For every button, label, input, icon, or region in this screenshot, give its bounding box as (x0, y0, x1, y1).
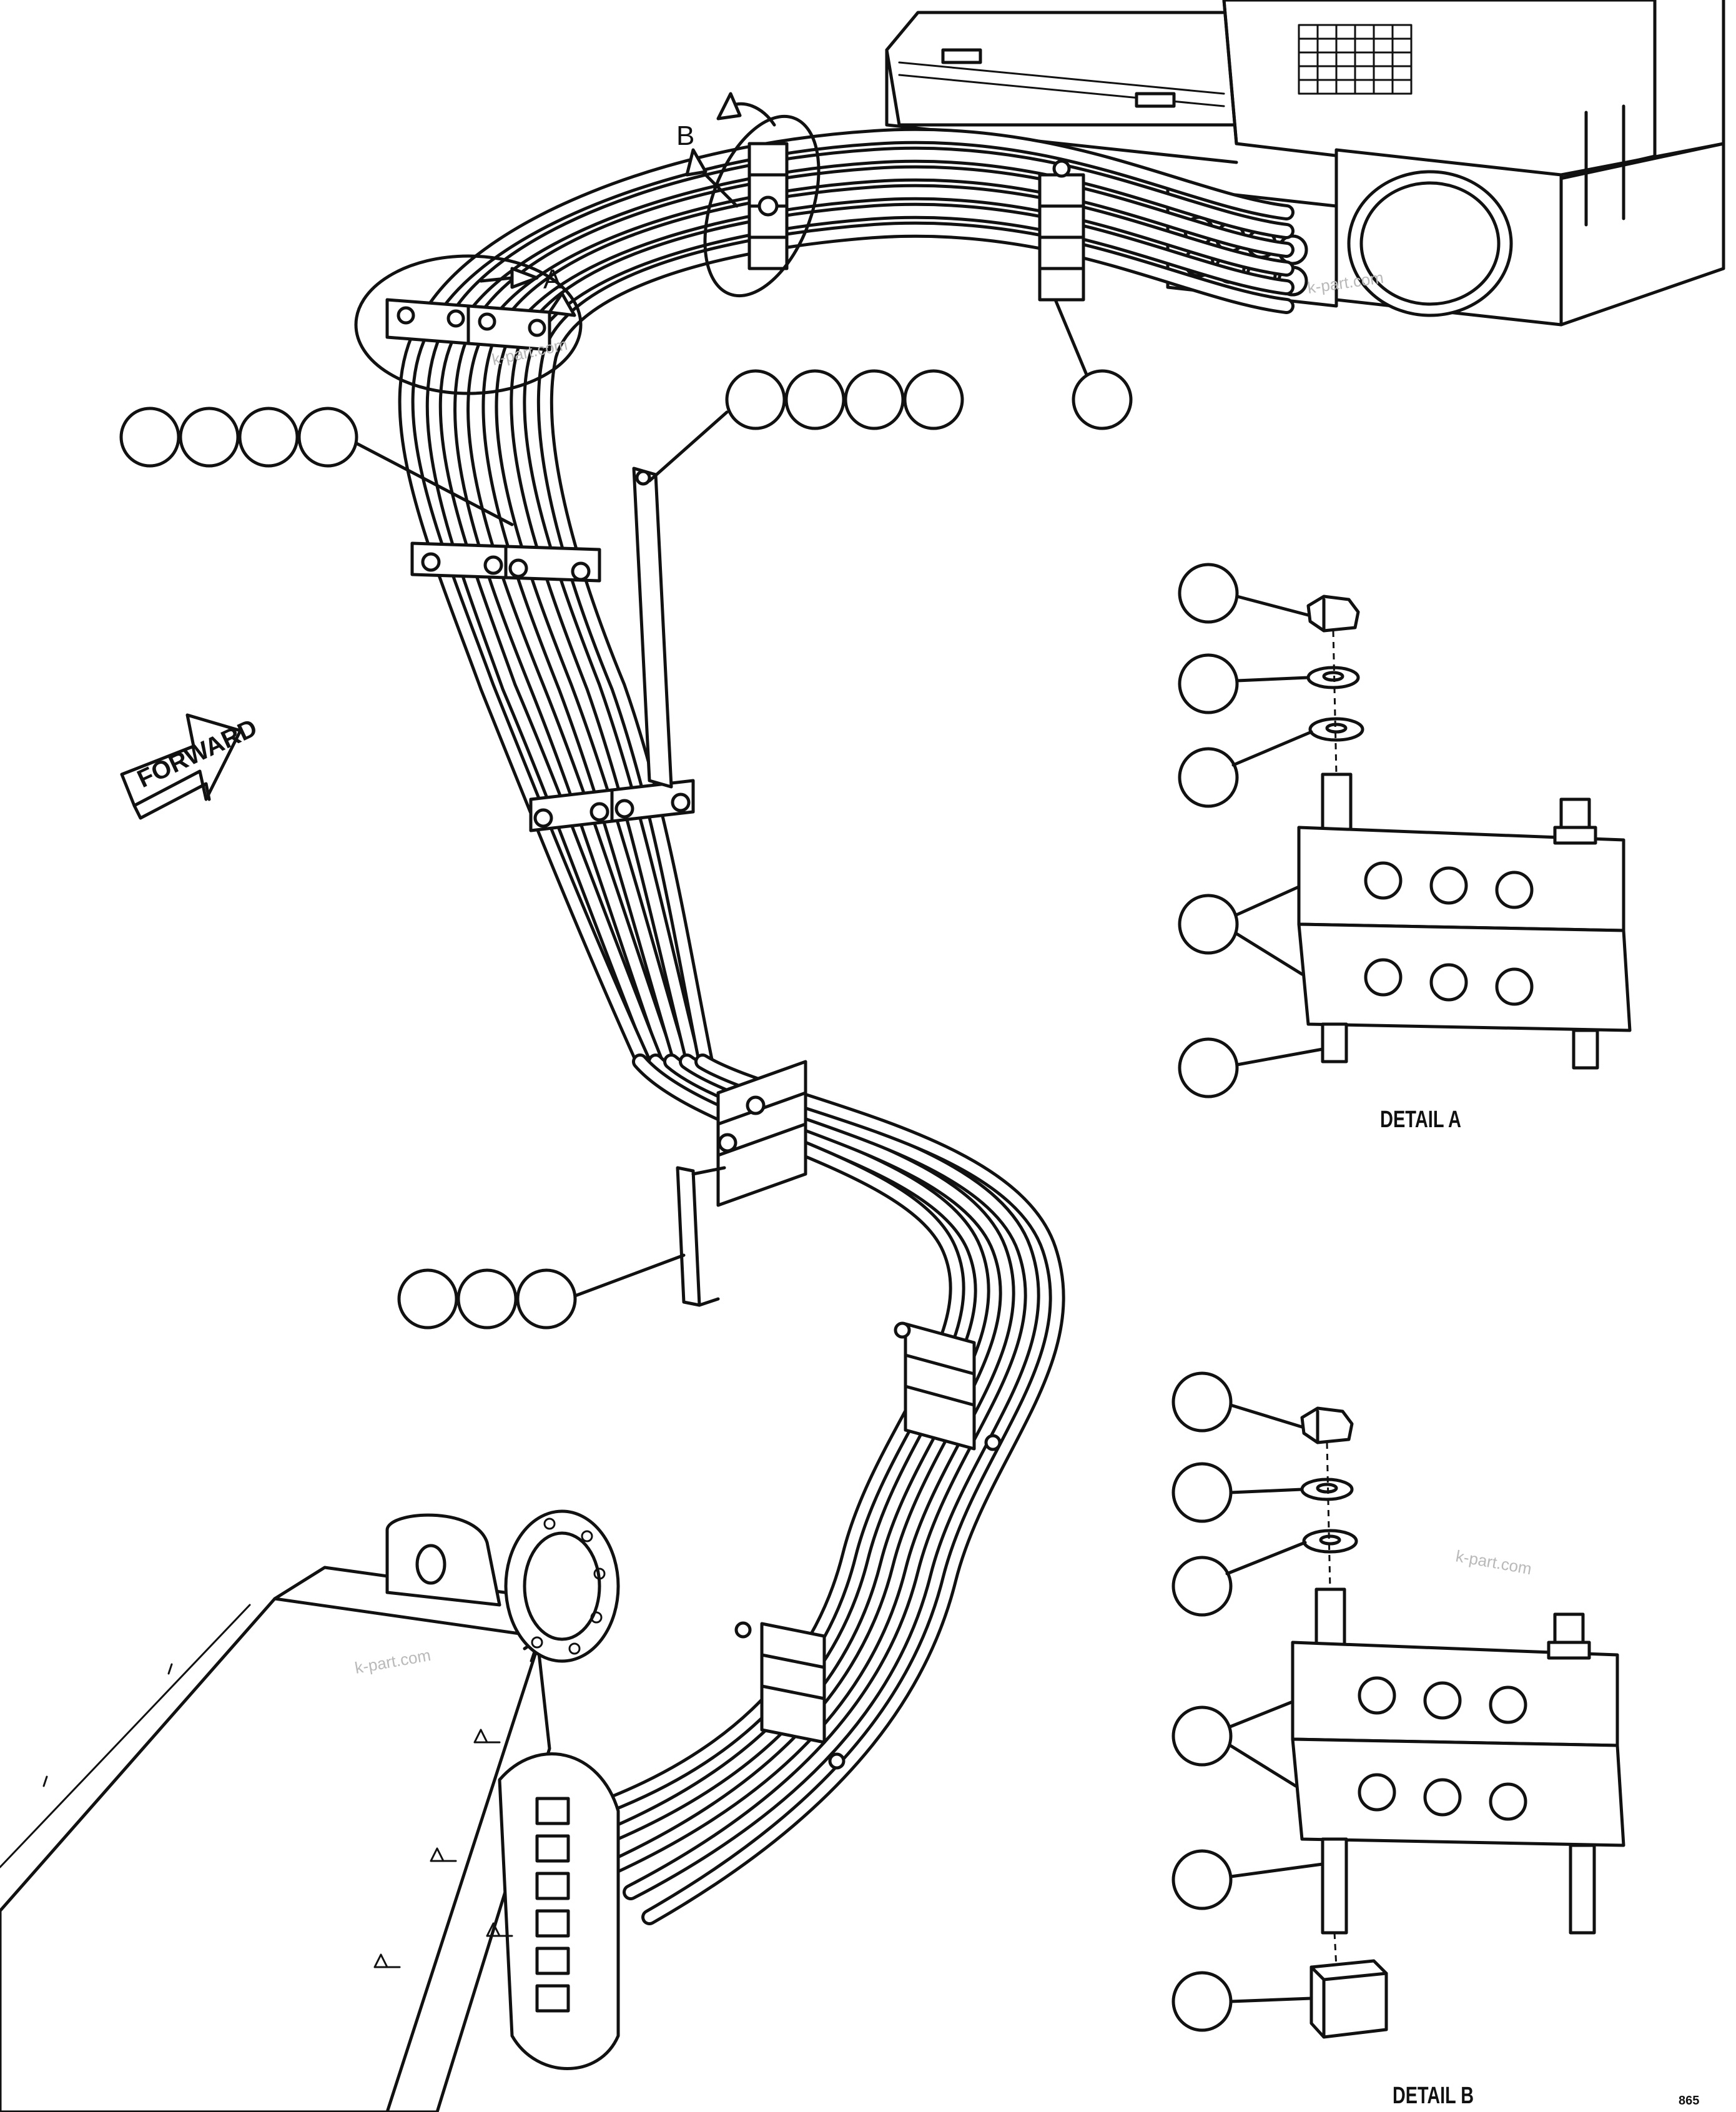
nut (1306, 595, 1360, 633)
callout-bubble (238, 407, 299, 468)
callout-group-right-upper (1053, 298, 1133, 430)
callout-bubble (516, 1268, 577, 1330)
vent-grille (1298, 24, 1413, 95)
clamp-mid-lower (529, 779, 695, 832)
machine-housing (885, 0, 1725, 327)
view-a-arrow (479, 276, 514, 283)
callout-bubble (1171, 1556, 1233, 1617)
forward-arrow: FORWARD (120, 713, 261, 820)
clamp-lower-right (894, 1321, 1002, 1451)
callout-bubble (903, 369, 964, 430)
callout-bubble (1171, 1371, 1233, 1433)
callout-bubble (1178, 563, 1239, 624)
round-port (1347, 170, 1513, 317)
callout-bubble (1178, 1037, 1239, 1098)
boom-structure (0, 1509, 620, 2112)
callout-bubble (1171, 1971, 1233, 2032)
callout-group-left-lower (397, 1253, 686, 1330)
detail-a: DETAIL A (1178, 563, 1632, 1133)
view-a-label: A (543, 264, 562, 295)
detail-b-label: DETAIL B (1393, 2083, 1474, 2109)
leader-line (648, 410, 729, 483)
hose-bundle-upper (398, 127, 1295, 1070)
clamp-right-vertical (1038, 159, 1085, 302)
callout-bubble (1178, 894, 1239, 955)
sheet-code: 865 (1679, 2094, 1699, 2108)
detail-a-circle (354, 254, 583, 395)
detail-a-label: DETAIL A (1380, 1107, 1461, 1133)
callout-group-center-upper (648, 369, 964, 483)
clamp-a (385, 298, 551, 352)
callout-bubble (1178, 747, 1239, 808)
clamp-upper-middle (410, 541, 601, 583)
stud-lower (1321, 1022, 1348, 1063)
callout-bubble (297, 407, 358, 468)
detail-b-circle (703, 114, 821, 298)
callout-bubble (1178, 653, 1239, 714)
leader-line (1053, 298, 1088, 377)
callout-bubble (1171, 1849, 1233, 1910)
callout-bubble (784, 369, 846, 430)
nut (1300, 1406, 1354, 1444)
callout-bubble (844, 369, 905, 430)
callout-bubble (456, 1268, 518, 1330)
callout-bubble (1171, 1462, 1233, 1523)
view-b-label: B (676, 121, 694, 151)
clamp-lower (734, 1621, 846, 1770)
callout-bubble (179, 407, 240, 468)
bolt-stud (1314, 1587, 1346, 1654)
watermark: k-part.com (1454, 1546, 1533, 1578)
clamp-b (747, 142, 789, 270)
callout-bubble (119, 407, 180, 468)
leader-line (355, 442, 514, 526)
flat-washer (1302, 1529, 1358, 1554)
callout-bubble (397, 1268, 458, 1330)
bolt-stud (1321, 772, 1353, 839)
stud-lower (1321, 1837, 1348, 1935)
manifold-fittings (535, 1797, 570, 2013)
support-bar-upper (632, 466, 673, 789)
hose-bundle-lower (566, 1054, 1065, 1925)
flat-washer (1308, 717, 1364, 742)
detail-b: DETAIL B (1171, 1371, 1625, 2109)
callout-bubble (1072, 369, 1133, 430)
callout-group-left-upper (119, 407, 514, 526)
leader-line (573, 1253, 686, 1298)
callout-bubble (1171, 1705, 1233, 1767)
callout-bubble (725, 369, 786, 430)
